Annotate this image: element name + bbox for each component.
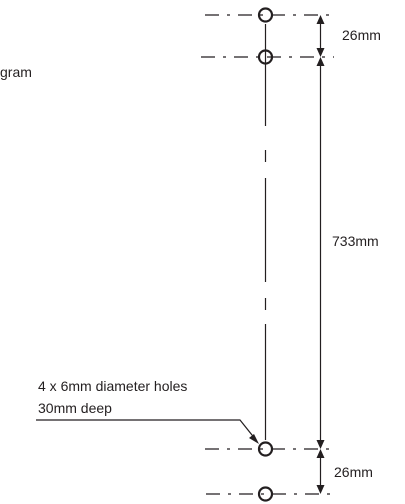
hole-note-line-2: 30mm deep [38, 400, 112, 416]
arrowhead [316, 440, 325, 449]
arrowhead [316, 57, 325, 66]
arrowhead [316, 485, 325, 494]
dimension-label-main: 733mm [332, 233, 379, 249]
hole-circle [257, 7, 274, 23]
hole-circle [257, 441, 274, 457]
dimension-label-top: 26mm [342, 27, 381, 43]
arrowhead [249, 434, 259, 444]
hole-circle [257, 486, 274, 502]
arrowhead [316, 15, 325, 24]
note-leader-line [36, 419, 257, 441]
dimension-label-bottom: 26mm [334, 464, 373, 480]
arrowhead [316, 449, 325, 458]
caption-fragment: gram [0, 64, 32, 80]
hole-circle [257, 49, 274, 65]
hole-note-line-1: 4 x 6mm diameter holes [38, 378, 188, 394]
arrowhead [316, 48, 325, 57]
